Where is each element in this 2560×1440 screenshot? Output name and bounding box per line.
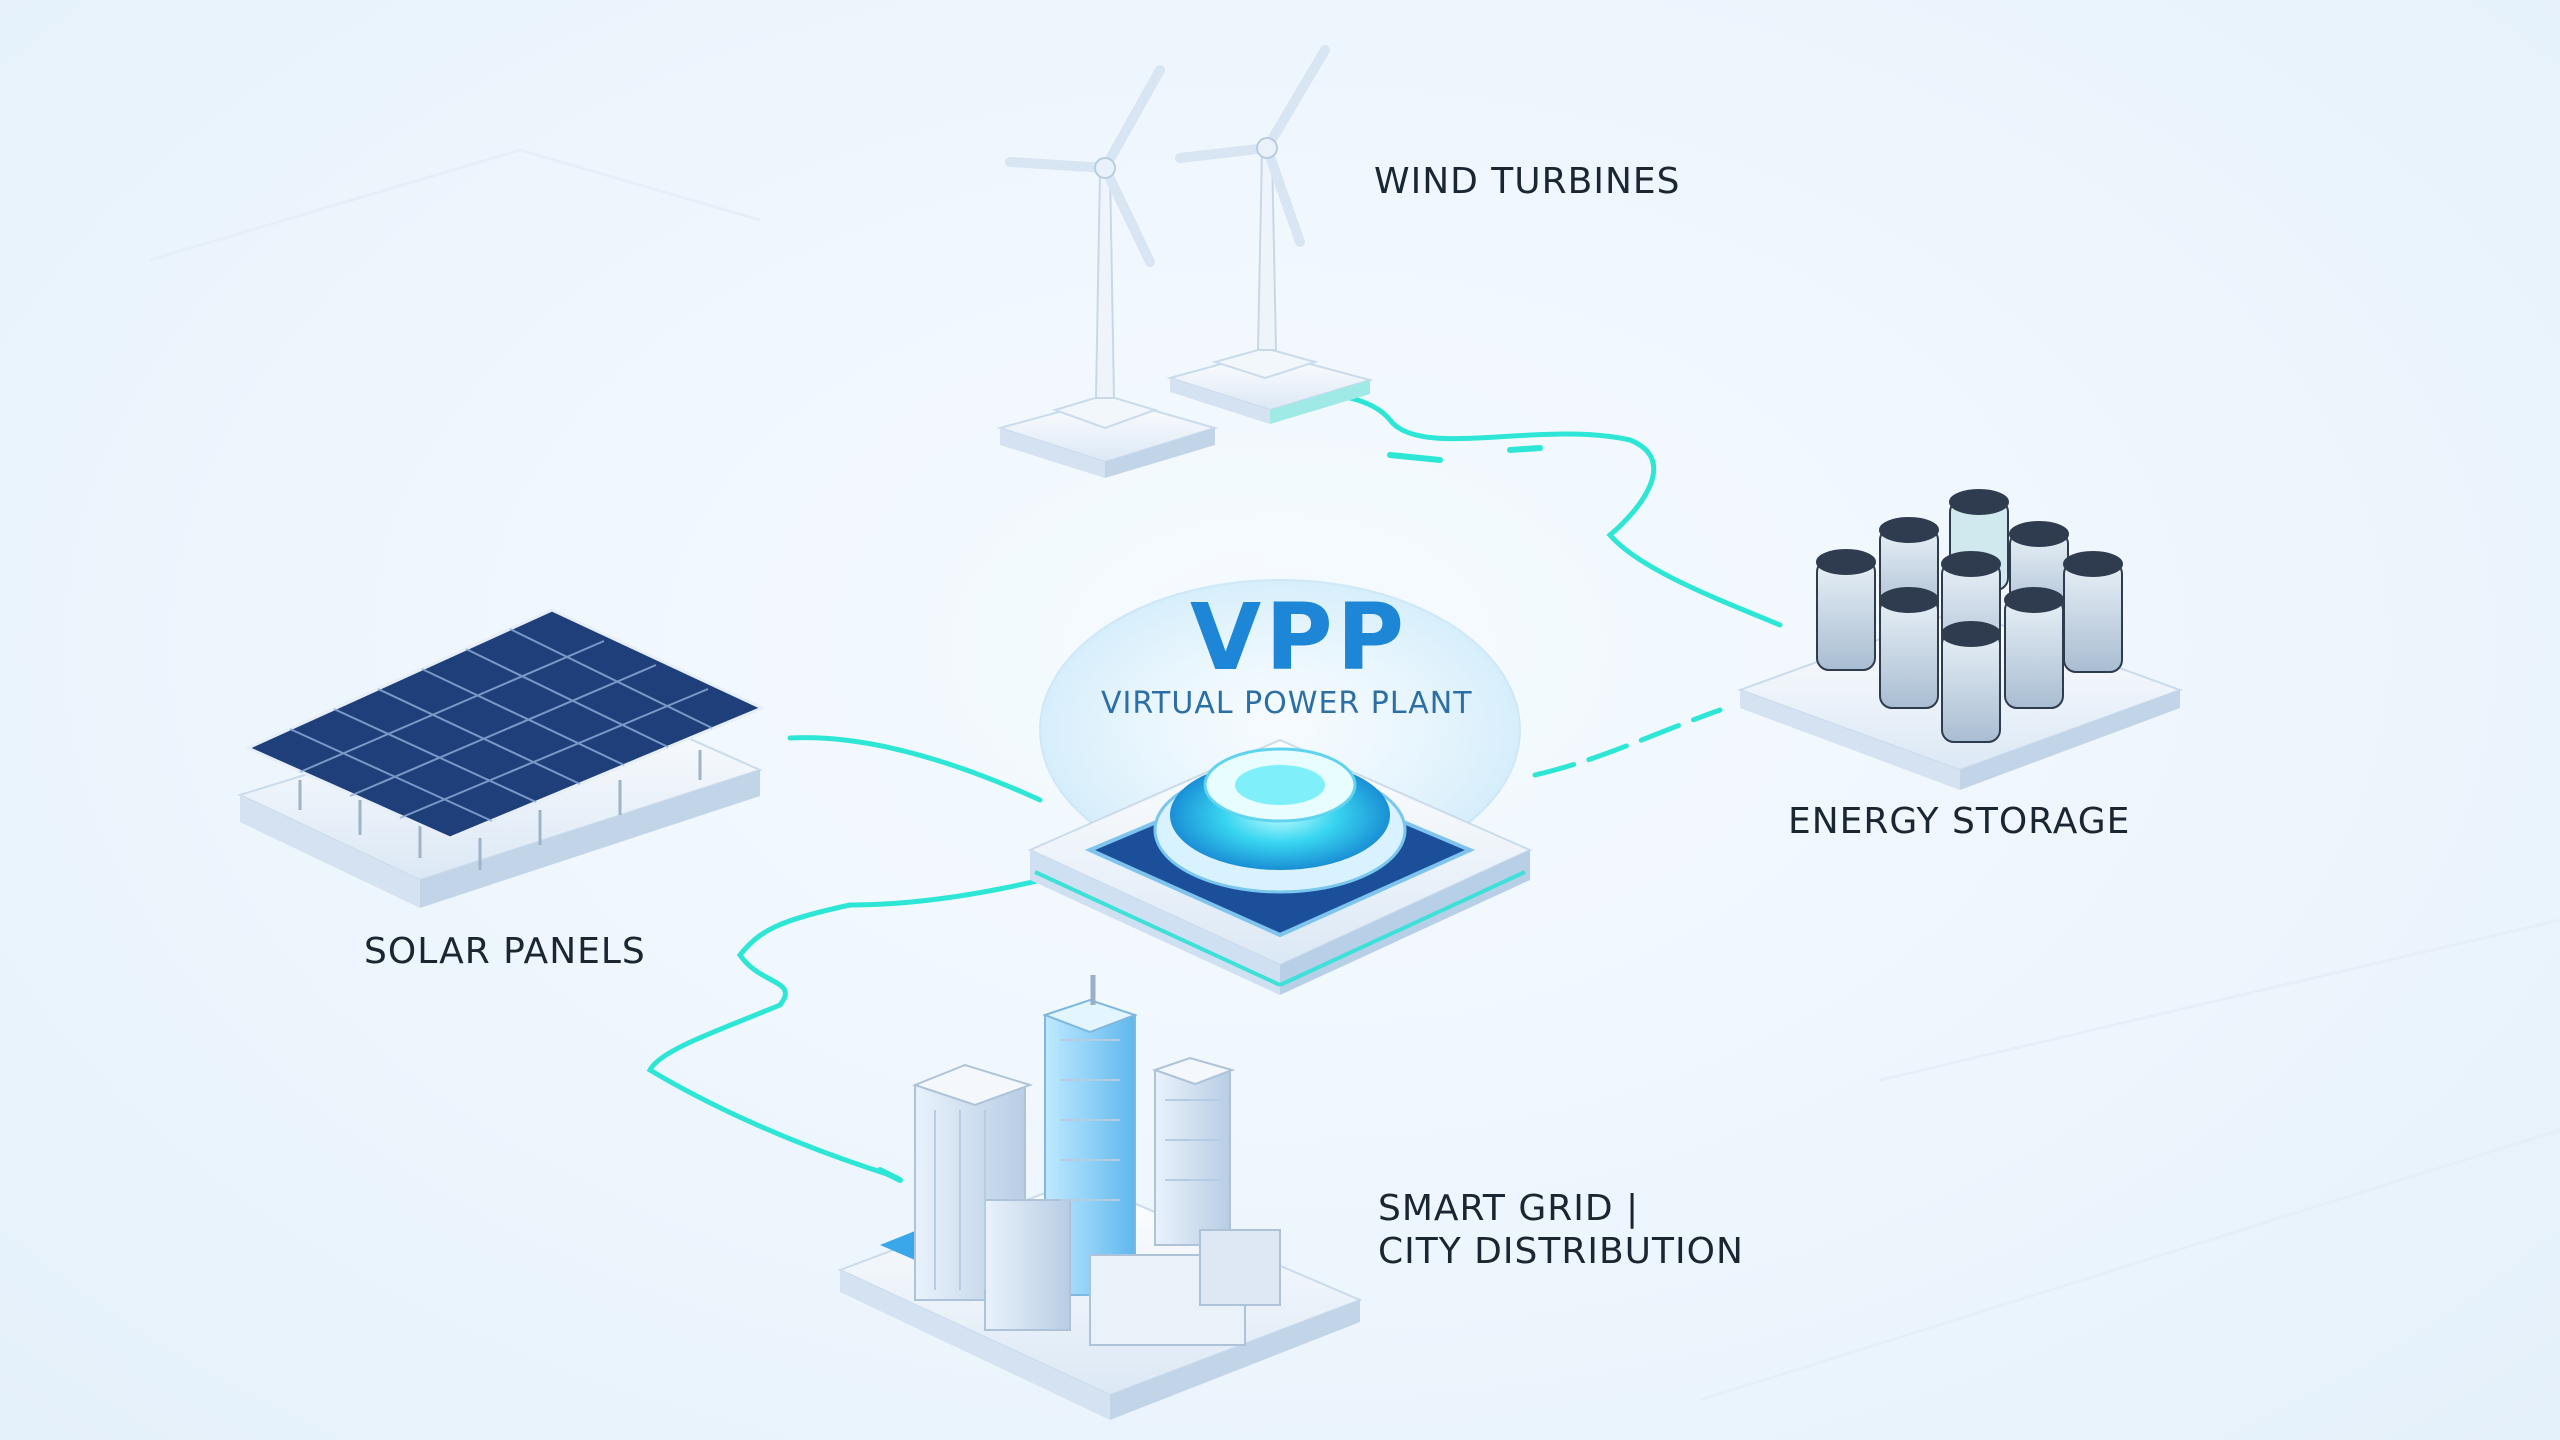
smart-grid-label: SMART GRID | xyxy=(1378,1188,1640,1229)
energy-storage-label: ENERGY STORAGE xyxy=(1788,801,2131,842)
solar-panel-icon xyxy=(237,608,766,908)
wind-turbines-label: WIND TURBINES xyxy=(1374,161,1681,202)
connector-vpp-storage xyxy=(1532,707,1723,778)
city-buildings-icon xyxy=(837,975,1363,1420)
connector-wind-storage xyxy=(1247,375,1783,628)
solar-panels-label: SOLAR PANELS xyxy=(364,931,646,972)
battery-icon xyxy=(1737,489,2183,790)
connector-dashes xyxy=(877,445,1543,1183)
connector-vpp-grid xyxy=(646,845,1168,1178)
vpp-hub xyxy=(1027,579,1533,995)
vpp-title: VPP xyxy=(1190,584,1409,691)
connector-lines xyxy=(646,375,1783,1183)
vpp-subtitle: VIRTUAL POWER PLANT xyxy=(1101,686,1473,721)
connector-solar-vpp xyxy=(787,735,1043,803)
city-distribution-label: CITY DISTRIBUTION xyxy=(1378,1231,1744,1272)
wind-turbine-icon xyxy=(996,45,1374,478)
background-grid xyxy=(149,148,2560,1402)
